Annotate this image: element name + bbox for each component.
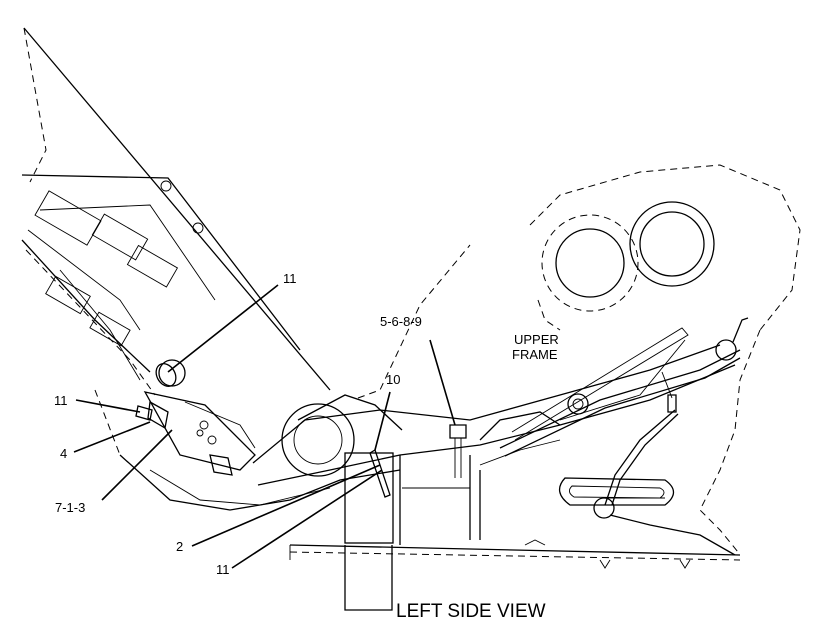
callout-11-top: 11 <box>283 271 297 286</box>
leader-lines <box>73 284 456 569</box>
callout-2: 2 <box>176 539 183 554</box>
callout-11-bottom: 11 <box>216 562 230 577</box>
upper-frame <box>94 164 801 553</box>
callout-5-6-8-9: 5-6-8-9 <box>380 314 422 329</box>
callout-11-left: 11 <box>54 393 68 408</box>
callout-4: 4 <box>60 446 67 461</box>
frame-label-line1: UPPER <box>514 332 559 347</box>
view-title: LEFT SIDE VIEW <box>396 601 546 622</box>
callout-10: 10 <box>386 372 400 387</box>
hose-routing <box>499 317 749 556</box>
clamp-assembly <box>135 359 256 476</box>
callout-7-1-3: 7-1-3 <box>55 500 85 515</box>
bolt-assembly <box>369 424 467 498</box>
bottom-rail <box>289 539 741 611</box>
boom <box>21 27 331 396</box>
frame-label-line2: FRAME <box>512 347 558 362</box>
